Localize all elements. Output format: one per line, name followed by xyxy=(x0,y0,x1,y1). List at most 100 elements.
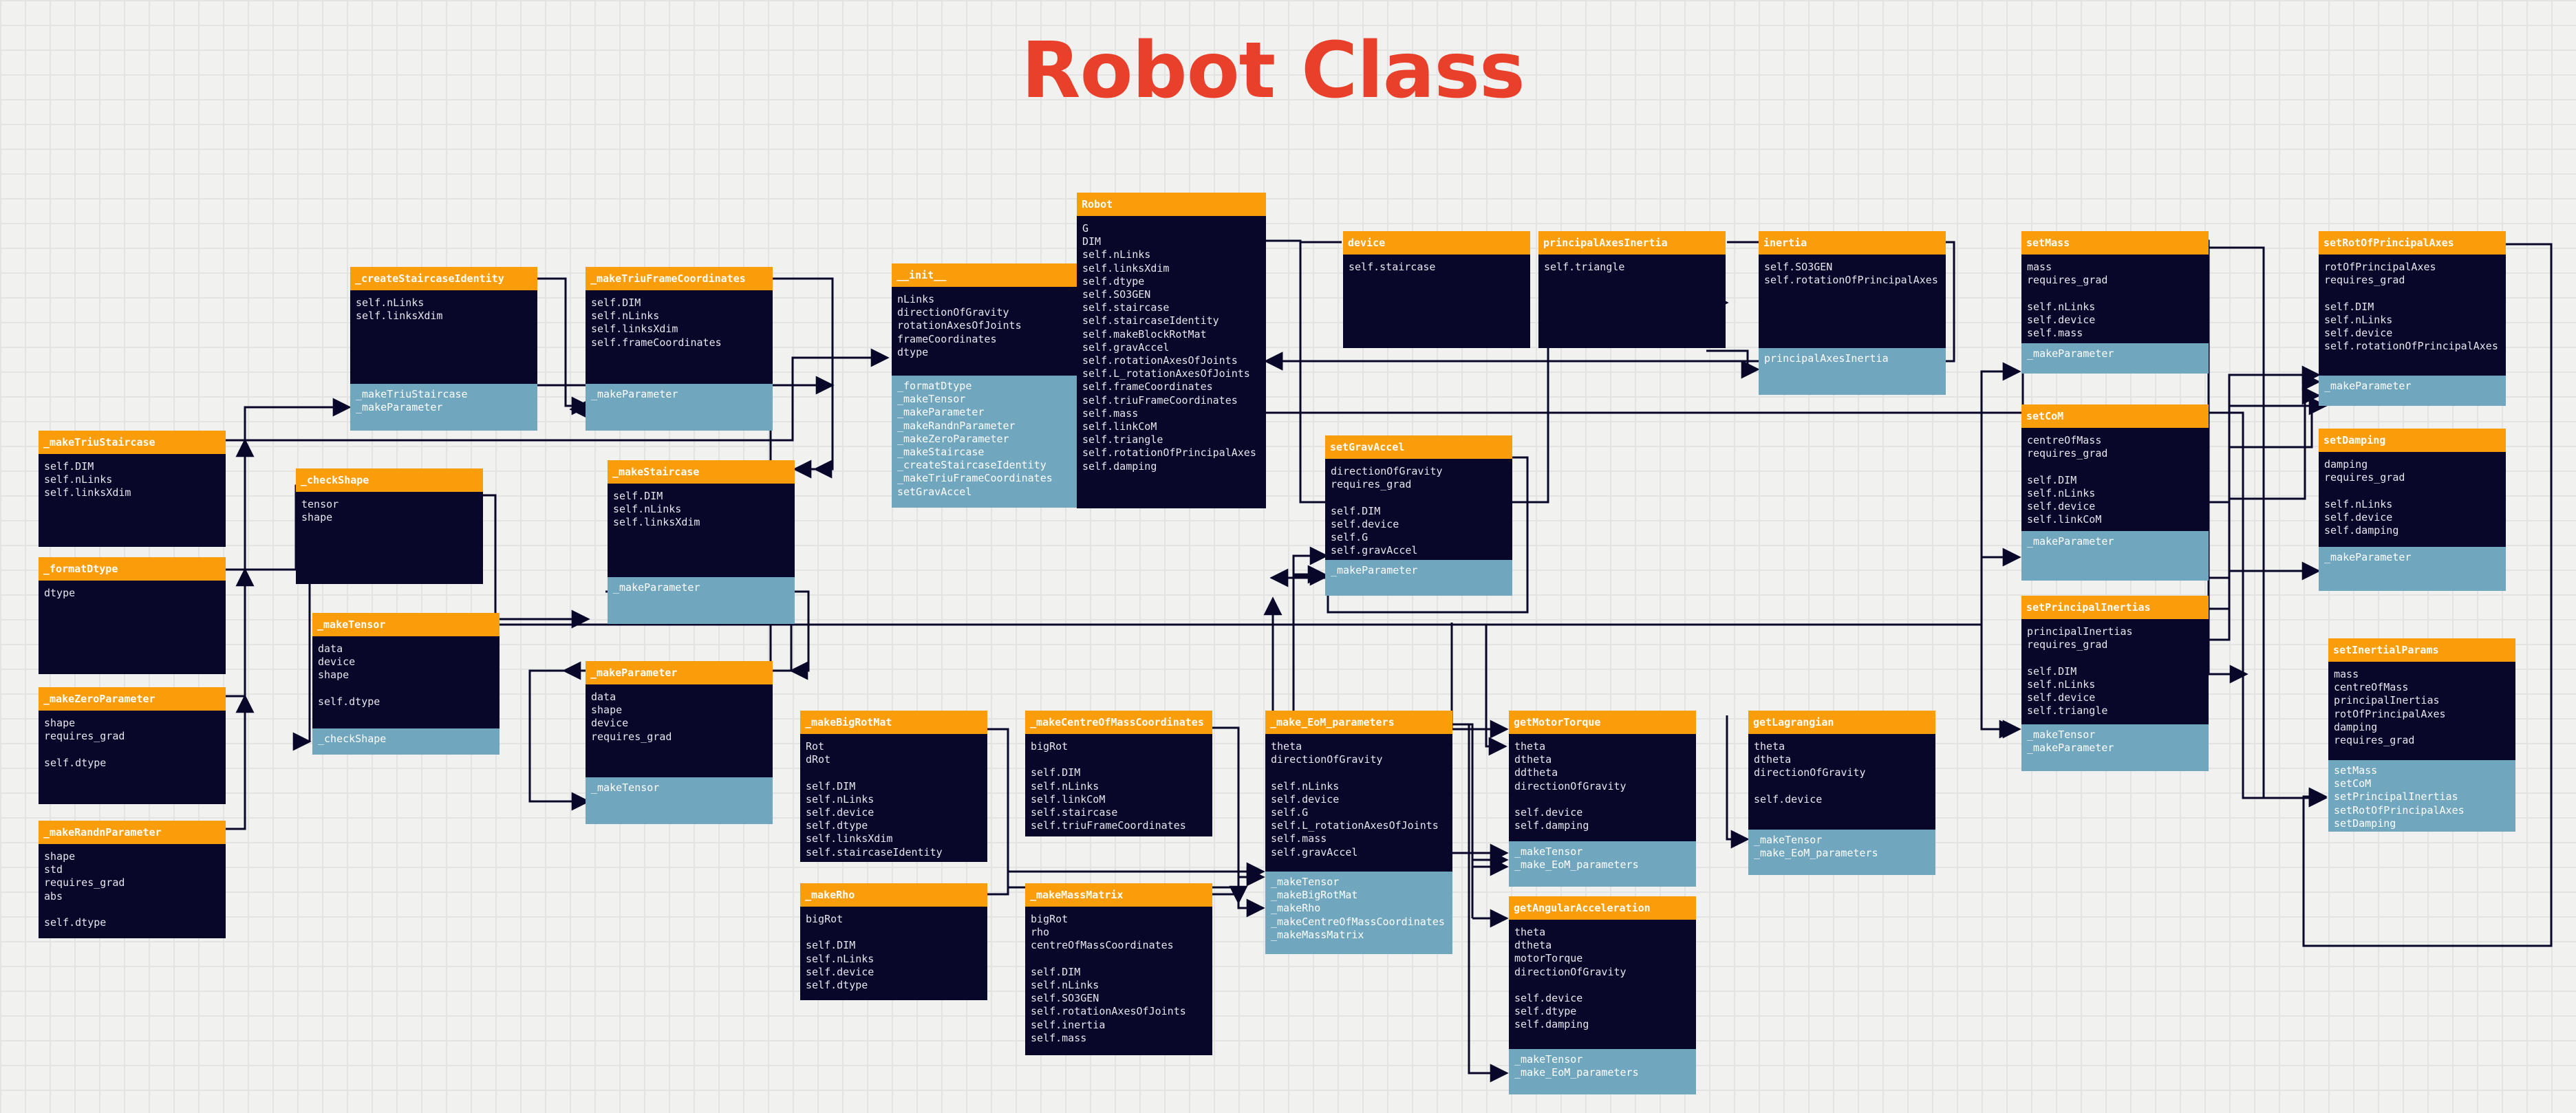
box-title: _formatDtype xyxy=(39,557,226,581)
box-title: setInertialParams xyxy=(2328,638,2515,662)
box-setPrincipalInertias: setPrincipalInertias principalInertias r… xyxy=(2021,596,2209,771)
box-setDamping: setDamping damping requires_grad self.nL… xyxy=(2319,429,2506,591)
box-title: inertia xyxy=(1759,231,1946,255)
box-title: _makeMassMatrix xyxy=(1025,883,1212,907)
connector xyxy=(1264,239,1302,371)
box-methods: _makeTriuStaircase _makeParameter xyxy=(350,384,537,431)
diagram-title: Robot Class xyxy=(1021,26,1525,116)
connector xyxy=(226,398,352,442)
box-methods: _makeParameter xyxy=(2021,531,2209,581)
box-methods: _makeParameter xyxy=(608,577,795,624)
box-methods: _formatDtype _makeTensor _makeParameter … xyxy=(892,376,1080,508)
box-attributes: self.DIM self.nLinks self.linksXdim xyxy=(613,490,700,529)
connector xyxy=(987,862,1265,896)
connector xyxy=(2209,396,2328,415)
box-setCoM: setCoM centreOfMass requires_grad self.D… xyxy=(2021,404,2209,581)
box-makeParameter: _makeParameter data shape device require… xyxy=(586,661,773,824)
box-methods: principalAxesInertia xyxy=(1759,348,1946,395)
box-makeTensor: _makeTensor data device shape self.dtype… xyxy=(312,613,500,755)
connector xyxy=(2209,386,2321,610)
connector xyxy=(1980,362,2021,623)
connector xyxy=(1264,241,1342,371)
box-inertia: inertia self.SO3GEN self.rotationOfPrinc… xyxy=(1759,231,1946,395)
box-attributes: bigRot self.DIM self.nLinks self.linkCoM… xyxy=(1031,740,1186,832)
box-attributes: dtype xyxy=(44,587,76,599)
connector xyxy=(771,277,834,479)
box-robot: Robot G DIM self.nLinks self.linksXdim s… xyxy=(1077,193,1266,508)
box-attributes: damping requires_grad self.nLinks self.d… xyxy=(2324,458,2405,537)
box-methods: _makeTensor xyxy=(586,777,773,824)
box-title: _checkShape xyxy=(296,468,483,492)
box-attributes: self.triangle xyxy=(1544,261,1625,273)
box-title: _makeRho xyxy=(800,883,987,907)
connector xyxy=(226,438,255,571)
connector xyxy=(1452,723,1509,918)
box-makeCentreOfMassCoordinates: _makeCentreOfMassCoordinates bigRot self… xyxy=(1025,711,1212,836)
box-methods: _makeParameter xyxy=(1325,560,1512,596)
box-methods: _makeTensor _makeParameter xyxy=(2021,724,2209,771)
box-device: device self.staircase xyxy=(1343,231,1530,348)
box-init: __init__ nLinks directionOfGravity rotat… xyxy=(892,263,1080,508)
connector xyxy=(1450,623,1509,739)
box-methods: _makeTensor _makeBigRotMat _makeRho _mak… xyxy=(1265,872,1452,954)
box-attributes: rotOfPrincipalAxes requires_grad self.DI… xyxy=(2324,261,2498,353)
box-methods: setMass setCoM setPrincipalInertias setR… xyxy=(2328,760,2515,832)
box-title: _makeStaircase xyxy=(608,460,795,484)
box-attributes: shape std requires_grad abs self.dtype xyxy=(44,850,125,929)
box-title: _makeTriuStaircase xyxy=(39,431,226,454)
box-title: setDamping xyxy=(2319,429,2506,452)
box-attributes: self.SO3GEN self.rotationOfPrincipalAxes xyxy=(1764,261,1938,287)
connector xyxy=(528,669,590,811)
connector xyxy=(1292,546,1329,736)
box-attributes: mass requires_grad self.nLinks self.devi… xyxy=(2027,261,2108,340)
box-title: setGravAccel xyxy=(1325,435,1512,459)
box-methods: _makeParameter xyxy=(2021,343,2209,374)
connector xyxy=(2209,365,2321,504)
box-attributes: theta dtheta ddtheta directionOfGravity … xyxy=(1514,740,1627,832)
box-setGravAccel: setGravAccel directionOfGravity requires… xyxy=(1325,435,1512,596)
box-title: getLagrangian xyxy=(1748,711,1935,734)
box-methods: _makeParameter xyxy=(2319,547,2506,591)
connector xyxy=(475,494,590,629)
connector xyxy=(1452,723,1509,869)
box-attributes: G DIM self.nLinks self.linksXdim self.dt… xyxy=(1082,222,1256,473)
connector xyxy=(2209,411,2328,808)
box-setRotOfPrincipalAxes: setRotOfPrincipalAxes rotOfPrincipalAxes… xyxy=(2319,231,2506,406)
box-attributes: self.nLinks self.linksXdim xyxy=(356,296,443,323)
box-attributes: centreOfMass requires_grad self.DIM self… xyxy=(2027,434,2108,526)
box-attributes: data device shape self.dtype xyxy=(318,642,380,708)
connector xyxy=(226,348,890,442)
box-title: _makeTriuFrameCoordinates xyxy=(586,267,773,290)
box-title: setCoM xyxy=(2021,404,2209,428)
box-makeTriuStaircase: _makeTriuStaircase self.DIM self.nLinks … xyxy=(39,431,226,547)
box-makeRho: _makeRho bigRot self.DIM self.nLinks sel… xyxy=(800,883,987,1000)
box-methods: _makeTensor _make_EoM_parameters xyxy=(1509,1049,1696,1094)
box-getAngularAcceleration: getAngularAcceleration theta dtheta moto… xyxy=(1509,896,1696,1094)
box-attributes: bigRot rho centreOfMassCoordinates self.… xyxy=(1031,913,1186,1044)
connector xyxy=(1726,715,1750,849)
box-setInertialParams: setInertialParams mass centreOfMass prin… xyxy=(2328,638,2515,832)
box-title: _makeRandnParameter xyxy=(39,821,226,844)
box-checkShape: _checkShape tensor shape xyxy=(296,468,483,584)
connector xyxy=(226,568,255,698)
box-attributes: bigRot self.DIM self.nLinks self.device … xyxy=(806,913,874,992)
connector xyxy=(2302,243,2553,947)
box-attributes: theta directionOfGravity self.nLinks sel… xyxy=(1271,740,1439,858)
box-title: principalAxesInertia xyxy=(1538,231,1726,255)
box-attributes: nLinks directionOfGravity rotationAxesOf… xyxy=(897,293,1022,358)
box-title: getMotorTorque xyxy=(1509,711,1696,734)
box-title: _makeParameter xyxy=(586,661,773,684)
connector xyxy=(1211,726,1265,918)
box-title: _makeBigRotMat xyxy=(800,711,987,734)
box-title: setPrincipalInertias xyxy=(2021,596,2209,619)
box-attributes: data shape device requires_grad xyxy=(591,691,672,743)
box-methods: _checkShape xyxy=(312,728,500,755)
box-makeRandnParameter: _makeRandnParameter shape std requires_g… xyxy=(39,821,226,938)
connector xyxy=(1706,349,1760,379)
box-attributes: mass centreOfMass principalInertias rotO… xyxy=(2334,668,2446,747)
box-title: _makeZeroParameter xyxy=(39,687,226,711)
box-methods: _makeTensor _make_EoM_parameters xyxy=(1509,841,1696,887)
box-createStaircaseIdentity: _createStaircaseIdentity self.nLinks sel… xyxy=(350,267,537,431)
connector xyxy=(537,277,590,415)
box-makeZeroParameter: _makeZeroParameter shape requires_grad s… xyxy=(39,687,226,804)
